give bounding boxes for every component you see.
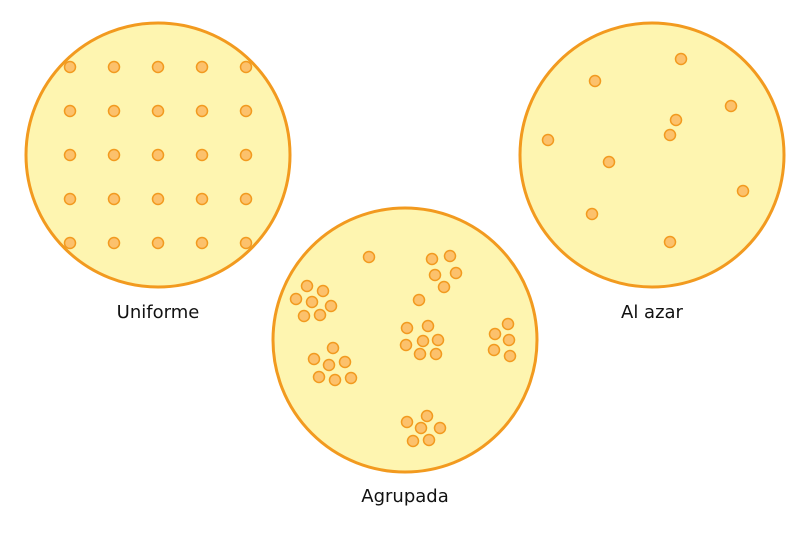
clumped-dot [449,266,463,280]
clumped-dot [429,347,443,361]
clumped-dot [501,317,515,331]
clumped-dot [416,334,430,348]
uniform-dot [195,236,209,250]
clumped-dot [322,358,336,372]
clumped-dot [400,415,414,429]
clumped-dot [413,347,427,361]
panel-clumped: Agrupada [271,206,539,507]
uniform-dot [107,148,121,162]
clumped-dot [422,433,436,447]
uniform-dot [63,60,77,74]
uniform-dot [107,192,121,206]
uniform-dot [239,236,253,250]
uniform-dot [151,148,165,162]
clumped-dot [307,352,321,366]
uniform-dot [107,104,121,118]
random-dish [518,21,786,289]
uniform-dot [239,104,253,118]
clumped-dot [312,370,326,384]
clumped-dots [289,249,517,448]
random-dot [541,133,555,147]
clumped-dot [328,373,342,387]
clumped-dot [399,338,413,352]
uniform-dot [151,192,165,206]
clumped-dot [324,299,338,313]
uniform-dot [239,60,253,74]
uniform-dot [151,236,165,250]
clumped-dot [487,343,501,357]
uniform-dot [107,60,121,74]
random-label: Al azar [621,302,684,323]
random-dots [541,52,750,249]
clumped-dot [420,409,434,423]
uniform-dot [63,192,77,206]
clumped-dot [443,249,457,263]
clumped-dot [300,279,314,293]
panel-uniform: Uniforme [24,21,292,323]
clumped-dot [289,292,303,306]
uniform-dot [151,60,165,74]
clumped-dot [316,284,330,298]
uniform-dots [63,60,253,250]
random-dot [724,99,738,113]
random-dot [585,207,599,221]
random-dot [674,52,688,66]
random-dot [663,128,677,142]
uniform-dot [195,192,209,206]
clumped-dot [421,319,435,333]
uniform-dot [63,148,77,162]
uniform-dot [107,236,121,250]
random-dot [588,74,602,88]
clumped-label: Agrupada [361,486,448,507]
uniform-dot [63,104,77,118]
clumped-dot [338,355,352,369]
random-dot [602,155,616,169]
clumped-dot [437,280,451,294]
clumped-dot [428,268,442,282]
clumped-dot [488,327,502,341]
clumped-dot [502,333,516,347]
random-dot [669,113,683,127]
clumped-dot [305,295,319,309]
clumped-dot [433,421,447,435]
uniform-dot [239,192,253,206]
uniform-label: Uniforme [117,302,200,323]
panel-random: Al azar [518,21,786,323]
clumped-dot [425,252,439,266]
clumped-dot [406,434,420,448]
uniform-dot [195,148,209,162]
uniform-dot [195,104,209,118]
clumped-dot [414,421,428,435]
uniform-dot [239,148,253,162]
clumped-dot [326,341,340,355]
clumped-dot [412,293,426,307]
random-dot [736,184,750,198]
uniform-dot [195,60,209,74]
clumped-dot [503,349,517,363]
random-dot [663,235,677,249]
clumped-dot [297,309,311,323]
clumped-dot [400,321,414,335]
uniform-dot [63,236,77,250]
clumped-dot [344,371,358,385]
clumped-dot [313,308,327,322]
uniform-dot [151,104,165,118]
clumped-dot [362,250,376,264]
clumped-dot [431,333,445,347]
